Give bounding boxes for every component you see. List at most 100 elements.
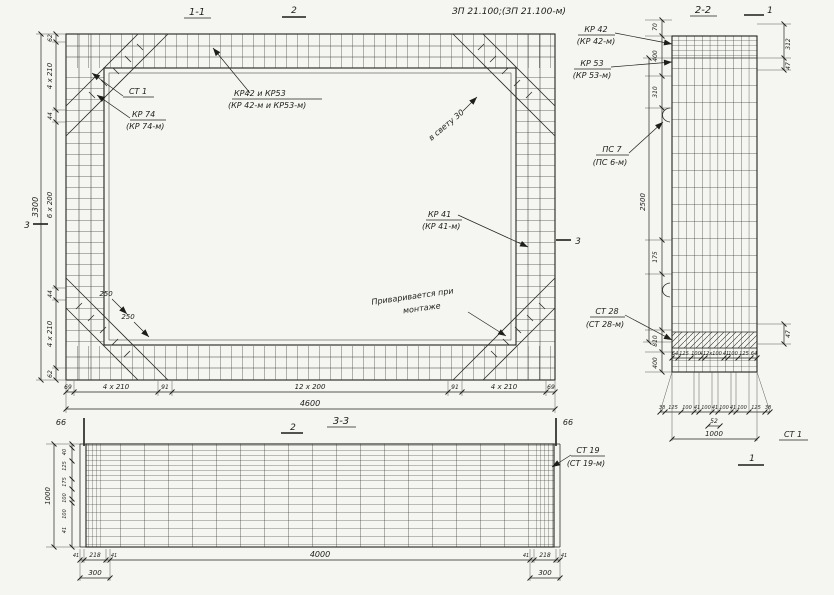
dim-250-b: 250 — [121, 313, 135, 321]
grid-frame — [85, 443, 555, 548]
dim: 41 — [62, 527, 68, 533]
svg-text:монтаже: монтаже — [402, 301, 441, 315]
view3-bottom-dimensions: 41 218 41 4000 41 218 41 300 300 — [73, 549, 567, 581]
dim: 100 — [62, 493, 68, 503]
callout-st28-m: (СТ 28-м) — [586, 320, 624, 329]
dim: 125 — [739, 351, 749, 357]
dim: 100 — [682, 405, 692, 411]
dim: 38 — [659, 405, 665, 411]
view-2-2: 2-2 1 КР 42 (КР 42-м) КР 53 (КР 53-м) — [573, 5, 808, 466]
dim: 4 х 210 — [103, 383, 130, 391]
callout-st19: СТ 19 — [576, 446, 599, 455]
dim: 2х100 — [706, 351, 722, 357]
callout-kr42-kr53: КР42 и КР53 — [234, 89, 286, 98]
dim: 91 — [451, 384, 459, 391]
callout-kr74: КР 74 — [132, 110, 155, 119]
dim: 91 — [161, 384, 169, 391]
dim: 44 — [47, 112, 54, 120]
dim: 62 — [47, 34, 54, 42]
dim: 400 — [652, 357, 659, 369]
callout-ps7: ПС 7 — [602, 145, 622, 154]
bottom-bar-band — [66, 346, 555, 380]
dim: 41 — [561, 553, 567, 559]
dim: 125 — [668, 405, 678, 411]
dim: 4 х 210 — [491, 383, 518, 391]
callout-kr41: КР 41 — [428, 210, 451, 219]
view-1-1: 1-1 2 — [24, 6, 581, 413]
callout-kr53: КР 53 — [580, 59, 603, 68]
panel-opening-frame — [103, 67, 517, 346]
note-clearance: в свету 30 — [427, 108, 466, 143]
dim: 100 — [728, 351, 738, 357]
callout-kr42: КР 42 — [584, 25, 607, 34]
view2-left-dimensions: 70 400 310 175 810 400 2500 — [639, 17, 672, 375]
section-1-marker-bottom: 1 — [749, 454, 755, 464]
left-bar-band — [66, 68, 104, 345]
view1-bottom-dimensions: 69 4 х 210 91 12 х 200 91 4 х 210 69 460… — [63, 381, 558, 413]
dim: 52 — [710, 418, 718, 425]
dim: 47 — [785, 62, 792, 70]
view-3-3: 3-3 2 66 66 СТ 19 (СТ 19-м) 40 — [44, 416, 605, 581]
dim: 125 — [679, 351, 689, 357]
dim-total-width: 4600 — [300, 399, 320, 408]
hook-symbol-bottom — [662, 282, 671, 298]
dim: 310 — [652, 86, 659, 98]
dim: 100 — [719, 405, 729, 411]
callout-kr42-m: (КР 42-м) — [577, 37, 615, 46]
hook-symbol-top — [662, 107, 671, 123]
dim: 41 — [723, 351, 729, 357]
dim: 100 — [737, 405, 747, 411]
cut-66-label-left: 66 — [56, 418, 66, 427]
view3-callouts: СТ 19 (СТ 19-м) — [551, 446, 605, 468]
dim: 62 — [47, 370, 54, 378]
dim: 100 — [62, 509, 68, 519]
dim-total: 2500 — [639, 193, 647, 211]
dim: 100 — [691, 351, 701, 357]
callout-st1: СТ 1 — [784, 430, 802, 439]
callout-st28: СТ 28 — [595, 307, 618, 316]
dim: 41 — [523, 553, 529, 559]
section-3-marker-right: 3 — [575, 237, 581, 247]
section-2-marker-label: 2 — [291, 6, 297, 16]
dim: 400 — [652, 50, 659, 62]
view1-callouts: СТ 1 КР42 и КР53 (КР 42-м и КР53-м) КР 7… — [24, 47, 581, 338]
view1-left-dimensions: 62 4 х 210 44 6 х 200 44 4 х 210 62 3300 — [31, 31, 66, 383]
callout-ps7-m: (ПС 6-м) — [593, 158, 627, 167]
dim: 6 х 200 — [46, 191, 54, 218]
dim-total-length: 4000 — [310, 550, 330, 559]
dim: 40 — [62, 449, 68, 455]
view2-right-dimensions: 312 47 47 — [757, 21, 792, 347]
section-1-marker-top: 1 — [767, 6, 773, 16]
rebar-cage-1-1 — [65, 33, 556, 381]
view3-title: 3-3 — [333, 416, 349, 427]
dim: 41 — [712, 405, 718, 411]
dim: 64 — [751, 351, 757, 357]
dim: 47 — [785, 330, 792, 338]
callout-kr74-m: (КР 74-м) — [126, 122, 164, 131]
section-3-marker-left: 3 — [24, 221, 30, 231]
dim: 300 — [538, 569, 552, 577]
sheet-title: ЗП 21.100;(ЗП 21.100-м) — [452, 7, 566, 17]
view2-bottom-dimensions: 64 125 100 41 2х100 41 100 125 64 38 125… — [657, 351, 773, 442]
view2-title: 2-2 — [695, 5, 711, 16]
section-2-marker: 2 — [290, 423, 296, 433]
top-bar-band — [66, 34, 555, 68]
opening-inner-bar — [108, 72, 512, 341]
dim: 64 — [672, 351, 678, 357]
cut-66-label-right: 66 — [563, 418, 573, 427]
rebar-grid-3-3 — [79, 443, 561, 548]
svg-text:Приваривается при: Приваривается при — [371, 286, 454, 306]
dim: 218 — [89, 552, 101, 559]
corner-diagonal-bars — [65, 33, 556, 381]
dim: 41 — [730, 405, 736, 411]
dim-total: 1000 — [705, 430, 723, 438]
dim: 218 — [539, 552, 551, 559]
dim: 175 — [652, 251, 659, 263]
vertical-bars — [672, 36, 757, 372]
dim: 69 — [64, 384, 72, 391]
callout-st1: СТ 1 — [129, 87, 147, 96]
dim: 4 х 210 — [46, 320, 54, 347]
rebar-grid-2-2 — [662, 35, 758, 373]
